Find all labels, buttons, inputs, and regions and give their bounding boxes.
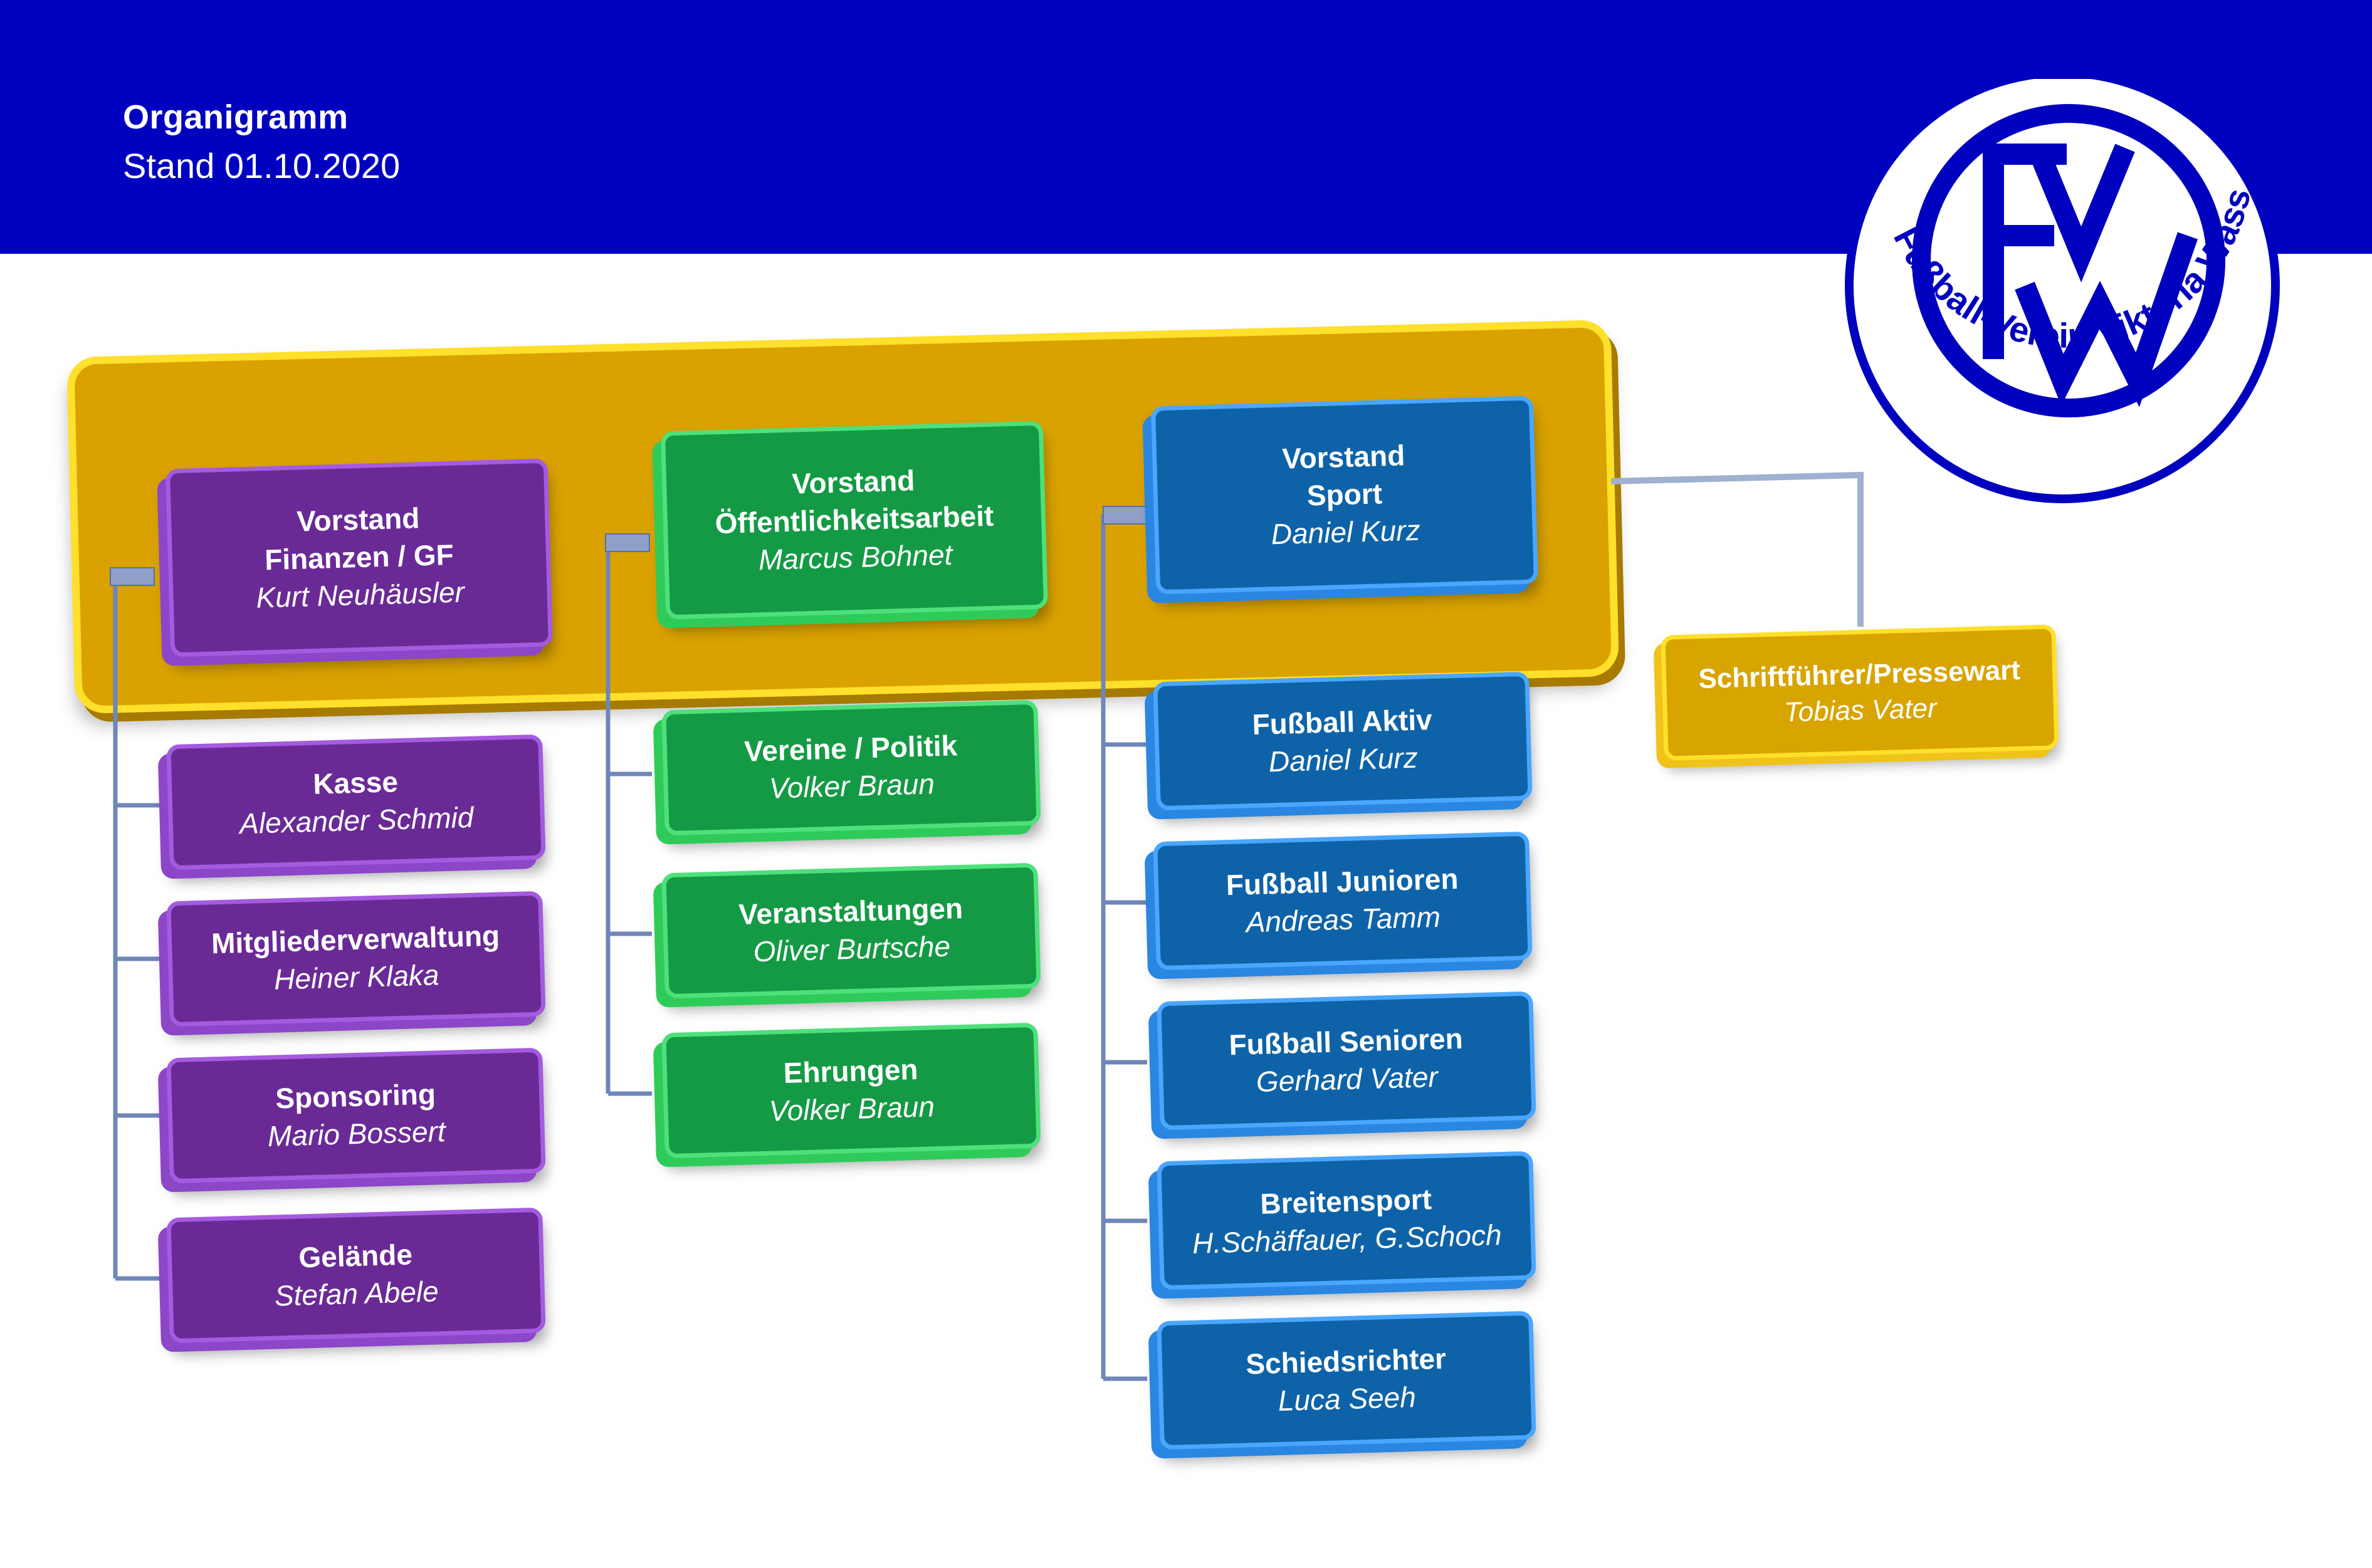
sport-unit-title: Fußball Aktiv — [1251, 703, 1433, 741]
board-finance-person: Kurt Neuhäusler — [255, 575, 465, 614]
pr-unit-title: Ehrungen — [783, 1053, 919, 1090]
pr-unit-person: Volker Braun — [769, 1090, 935, 1127]
finance-unit-title: Kasse — [312, 765, 399, 801]
secretary-title: Schriftführer/Pressewart — [1698, 654, 2021, 694]
sport-unit-person: Daniel Kurz — [1268, 741, 1419, 778]
board-pr-title-2: Öffentlichkeitsarbeit — [714, 499, 995, 540]
finance-unit-gelaende: Gelände Stefan Abele — [166, 1207, 546, 1344]
finance-unit-title: Mitgliederverwaltung — [211, 919, 500, 960]
board-sport-title-1: Vorstand — [1281, 439, 1405, 476]
pr-unit-title: Vereine / Politik — [743, 729, 958, 768]
sport-unit-person: Gerhard Vater — [1256, 1060, 1439, 1098]
finance-unit-person: Alexander Schmid — [239, 800, 475, 840]
board-finance-box: Vorstand Finanzen / GF Kurt Neuhäusler — [165, 458, 554, 657]
pr-unit-ehrungen: Ehrungen Volker Braun — [661, 1022, 1041, 1159]
pr-unit-title: Veranstaltungen — [738, 892, 963, 931]
finance-unit-person: Heiner Klaka — [273, 958, 440, 996]
finance-unit-person: Stefan Abele — [274, 1275, 439, 1312]
finance-unit-title: Gelände — [298, 1238, 413, 1274]
board-sport-title-2: Sport — [1306, 477, 1383, 512]
sport-unit-breitensport: Breitensport H.Schäffauer, G.Schoch — [1157, 1151, 1536, 1290]
secretary-person: Tobias Vater — [1783, 693, 1938, 728]
sport-unit-title: Fußball Junioren — [1225, 862, 1459, 901]
finance-unit-kasse: Kasse Alexander Schmid — [166, 734, 546, 870]
sport-unit-title: Schiedsrichter — [1245, 1342, 1447, 1381]
board-sport-person: Daniel Kurz — [1271, 513, 1421, 551]
finance-unit-person: Mario Bossert — [267, 1115, 446, 1152]
board-pr-person: Marcus Bohnet — [758, 538, 953, 577]
board-sport-box: Vorstand Sport Daniel Kurz — [1150, 395, 1539, 595]
board-pr-title-1: Vorstand — [791, 464, 915, 501]
sport-unit-fussball-aktiv: Fußball Aktiv Daniel Kurz — [1153, 671, 1533, 811]
sport-unit-title: Fußball Senioren — [1228, 1022, 1464, 1061]
club-logo: Fußball-Verein Viktoria Wasseralfingen — [1837, 79, 2280, 503]
pr-unit-person: Oliver Burtsche — [752, 929, 951, 968]
board-finance-title-2: Finanzen / GF — [264, 538, 454, 577]
sport-unit-person: H.Schäffauer, G.Schoch — [1192, 1218, 1503, 1260]
board-finance-title-1: Vorstand — [296, 501, 420, 538]
sport-unit-title: Breitensport — [1259, 1182, 1432, 1220]
sport-unit-person: Luca Seeh — [1278, 1380, 1417, 1417]
board-pr-box: Vorstand Öffentlichkeitsarbeit Marcus Bo… — [660, 421, 1049, 620]
finance-unit-title: Sponsoring — [275, 1077, 436, 1115]
sport-unit-fussball-junioren: Fußball Junioren Andreas Tamm — [1153, 831, 1533, 971]
sport-unit-fussball-senioren: Fußball Senioren Gerhard Vater — [1157, 991, 1536, 1131]
secretary-box: Schriftführer/Pressewart Tobias Vater — [1661, 624, 2059, 761]
pr-unit-veranstaltungen: Veranstaltungen Oliver Burtsche — [661, 862, 1041, 999]
finance-unit-mitgliederverwaltung: Mitgliederverwaltung Heiner Klaka — [166, 891, 546, 1027]
pr-unit-person: Volker Braun — [769, 767, 935, 805]
pr-unit-vereine-politik: Vereine / Politik Volker Braun — [661, 699, 1041, 836]
sport-unit-schiedsrichter: Schiedsrichter Luca Seeh — [1157, 1310, 1536, 1450]
finance-unit-sponsoring: Sponsoring Mario Bossert — [166, 1047, 546, 1184]
sport-unit-person: Andreas Tamm — [1246, 900, 1441, 938]
page-date: Stand 01.10.2020 — [123, 146, 401, 186]
page-title: Organigramm — [123, 98, 349, 136]
